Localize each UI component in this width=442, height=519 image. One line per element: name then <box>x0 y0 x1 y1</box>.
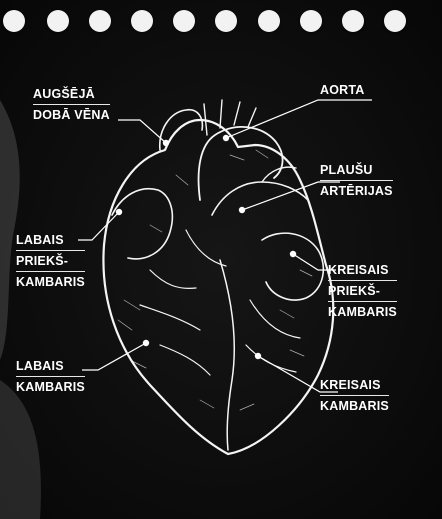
label-right-atrium: LABAIS PRIEKŠ- KAMBARIS <box>16 232 85 294</box>
label-line: DOBĀ VĒNA <box>33 107 110 125</box>
left-atrium-shape <box>262 233 323 300</box>
label-line: LABAIS <box>16 358 85 377</box>
label-line: KAMBARIS <box>328 304 397 322</box>
label-line: KREISAIS <box>320 377 389 396</box>
leader-line-aorta <box>226 100 372 138</box>
right-atrium-shape <box>112 189 172 259</box>
label-left-ventricle: KREISAIS KAMBARIS <box>320 377 389 418</box>
leader-line-right-ventricle <box>82 343 146 370</box>
label-line: KREISAIS <box>328 262 397 281</box>
marker-dot <box>143 340 149 346</box>
label-line: KAMBARIS <box>16 274 85 292</box>
label-pulmonary-arteries: PLAUŠU ARTĒRIJAS <box>320 162 393 203</box>
leader-line-superior-vena-cava <box>118 120 166 143</box>
label-line: PLAUŠU <box>320 162 393 181</box>
label-line: KAMBARIS <box>320 398 389 416</box>
label-line: AORTA <box>320 82 365 100</box>
label-line: ARTĒRIJAS <box>320 183 393 201</box>
marker-dot <box>255 353 261 359</box>
label-line: KAMBARIS <box>16 379 85 397</box>
marker-dot <box>163 140 169 146</box>
label-line: PRIEKŠ- <box>16 253 85 272</box>
marker-dot <box>116 209 122 215</box>
label-line: AUGŠĒJĀ <box>33 86 110 105</box>
label-line: LABAIS <box>16 232 85 251</box>
label-aorta: AORTA <box>320 82 365 102</box>
marker-dot <box>290 251 296 257</box>
label-left-atrium: KREISAIS PRIEKŠ- KAMBARIS <box>328 262 397 324</box>
label-superior-vena-cava: AUGŠĒJĀ DOBĀ VĒNA <box>33 86 110 127</box>
pulmonary-artery-shape <box>212 182 308 215</box>
marker-dot <box>239 207 245 213</box>
label-right-ventricle: LABAIS KAMBARIS <box>16 358 85 399</box>
heart-outline <box>103 120 333 454</box>
marker-dot <box>223 135 229 141</box>
label-line: PRIEKŠ- <box>328 283 397 302</box>
aorta-shape <box>199 127 283 200</box>
